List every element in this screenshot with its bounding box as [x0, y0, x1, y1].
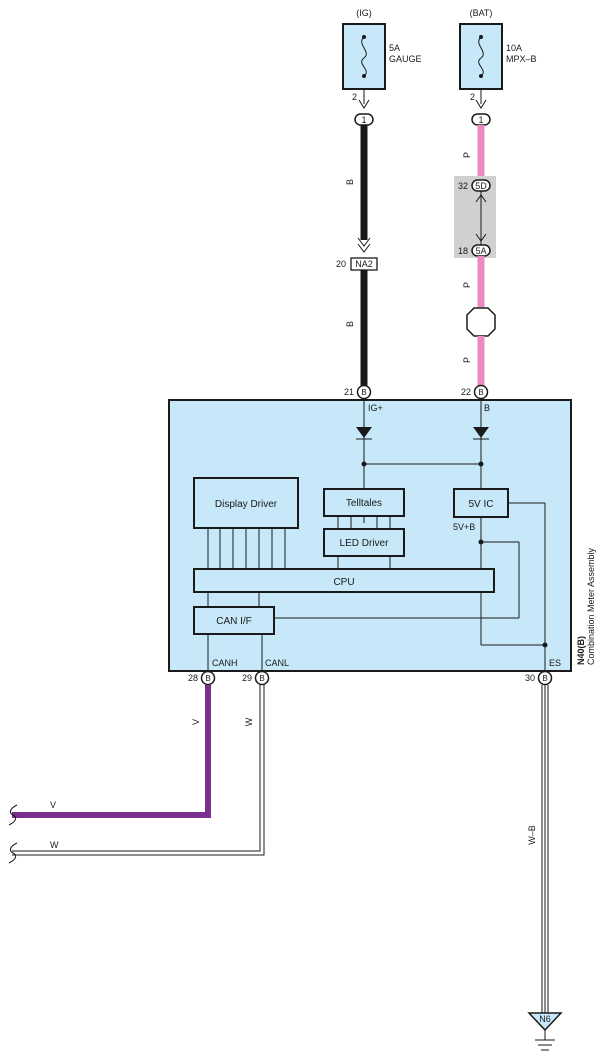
diode-icon	[356, 427, 372, 438]
wire-label-bus-v: V	[50, 800, 56, 810]
male-terminal-icon	[475, 99, 487, 109]
fuse-bat-symbol	[478, 36, 484, 77]
connector-b29-label: B	[259, 674, 264, 683]
diode-icon	[473, 427, 489, 438]
terminal-5v-b: 5V+B	[453, 522, 475, 532]
connector-b29	[254, 670, 270, 686]
fuse-bat-pin: 2	[470, 92, 475, 102]
connector-b28-pin: 28	[188, 673, 198, 683]
ground-point-n6	[527, 1012, 563, 1032]
connector-na2-pin: 20	[336, 259, 346, 269]
wire-label-p1: P	[462, 152, 472, 158]
wire-label-canl: W	[244, 717, 254, 726]
fuse-ig-supply: (IG)	[356, 8, 372, 18]
wire-label-b1: B	[345, 179, 355, 185]
fuse-ig-pin: 2	[352, 92, 357, 102]
connector-b30-label: B	[542, 674, 547, 683]
connector-b22	[473, 384, 489, 400]
terminal-canh: CANH	[212, 658, 238, 668]
connector-na2-label: NA2	[355, 259, 373, 269]
connector-b22-pin: 22	[461, 387, 471, 397]
terminal-canl: CANL	[265, 658, 289, 668]
fuse-ig-symbol	[361, 36, 367, 77]
connector-c1-right-pin: 1	[478, 115, 483, 125]
terminal-ig: IG+	[368, 403, 383, 413]
connector-5d-label: 5D	[475, 181, 487, 191]
connector-b21-pin: 21	[344, 387, 354, 397]
fuse-ig-rating: 5A	[389, 43, 400, 53]
wire-break-icon	[8, 804, 18, 826]
fuse-bat-supply: (BAT)	[470, 8, 493, 18]
terminal-b: B	[484, 403, 490, 413]
terminal-es: ES	[549, 658, 561, 668]
ground-label: N6	[539, 1014, 551, 1024]
double-terminal-icon	[357, 237, 371, 253]
connector-b21-label: B	[361, 388, 366, 397]
wire-label-canh: V	[191, 719, 201, 725]
fuse-bat-name: MPX–B	[506, 54, 537, 64]
connector-5a-pin: 18	[458, 246, 468, 256]
male-terminal-icon	[358, 99, 370, 109]
wire-break-icon	[8, 842, 18, 864]
can-if-label: CAN I/F	[216, 616, 252, 627]
connector-5a-label: 5A	[475, 246, 486, 256]
cpu-label: CPU	[333, 577, 354, 588]
wire-white-canl	[12, 685, 261, 852]
wire-label-p3: P	[462, 357, 472, 363]
display-driver-label: Display Driver	[215, 499, 278, 510]
splice-terminal-icon	[475, 194, 487, 242]
wire-violet-canh	[12, 685, 211, 818]
wire-label-ground: W–B	[527, 825, 537, 845]
5v-ic-label: 5V IC	[468, 499, 493, 510]
connector-b28	[200, 670, 216, 686]
connector-c1-left-pin: 1	[361, 115, 366, 125]
telltales-block	[323, 488, 405, 517]
led-driver-block	[323, 528, 405, 557]
cpu-block	[193, 568, 495, 593]
connector-b22-label: B	[478, 388, 483, 397]
connector-b30-pin: 30	[525, 673, 535, 683]
fuse-bat-box	[459, 23, 503, 90]
component-name: Combination Meter Assembly	[586, 547, 596, 665]
wire-label-b2: B	[345, 321, 355, 327]
connector-5d-pin: 32	[458, 181, 468, 191]
can-if-block	[193, 606, 275, 635]
fuse-bat-rating: 10A	[506, 43, 522, 53]
component-id: N40(B)	[576, 636, 586, 665]
5v-ic-block	[453, 488, 509, 518]
led-driver-label: LED Driver	[340, 538, 390, 549]
connector-b28-label: B	[205, 674, 210, 683]
connector-b29-pin: 29	[242, 673, 252, 683]
fuse-ig-box	[342, 23, 386, 90]
connector-b30	[537, 670, 553, 686]
octagon-splice-icon	[466, 307, 496, 337]
wire-label-p2: P	[462, 282, 472, 288]
fuse-ig-name: GAUGE	[389, 54, 422, 64]
connector-b21	[356, 384, 372, 400]
wire-label-bus-w: W	[50, 840, 59, 850]
telltales-label: Telltales	[346, 498, 382, 509]
